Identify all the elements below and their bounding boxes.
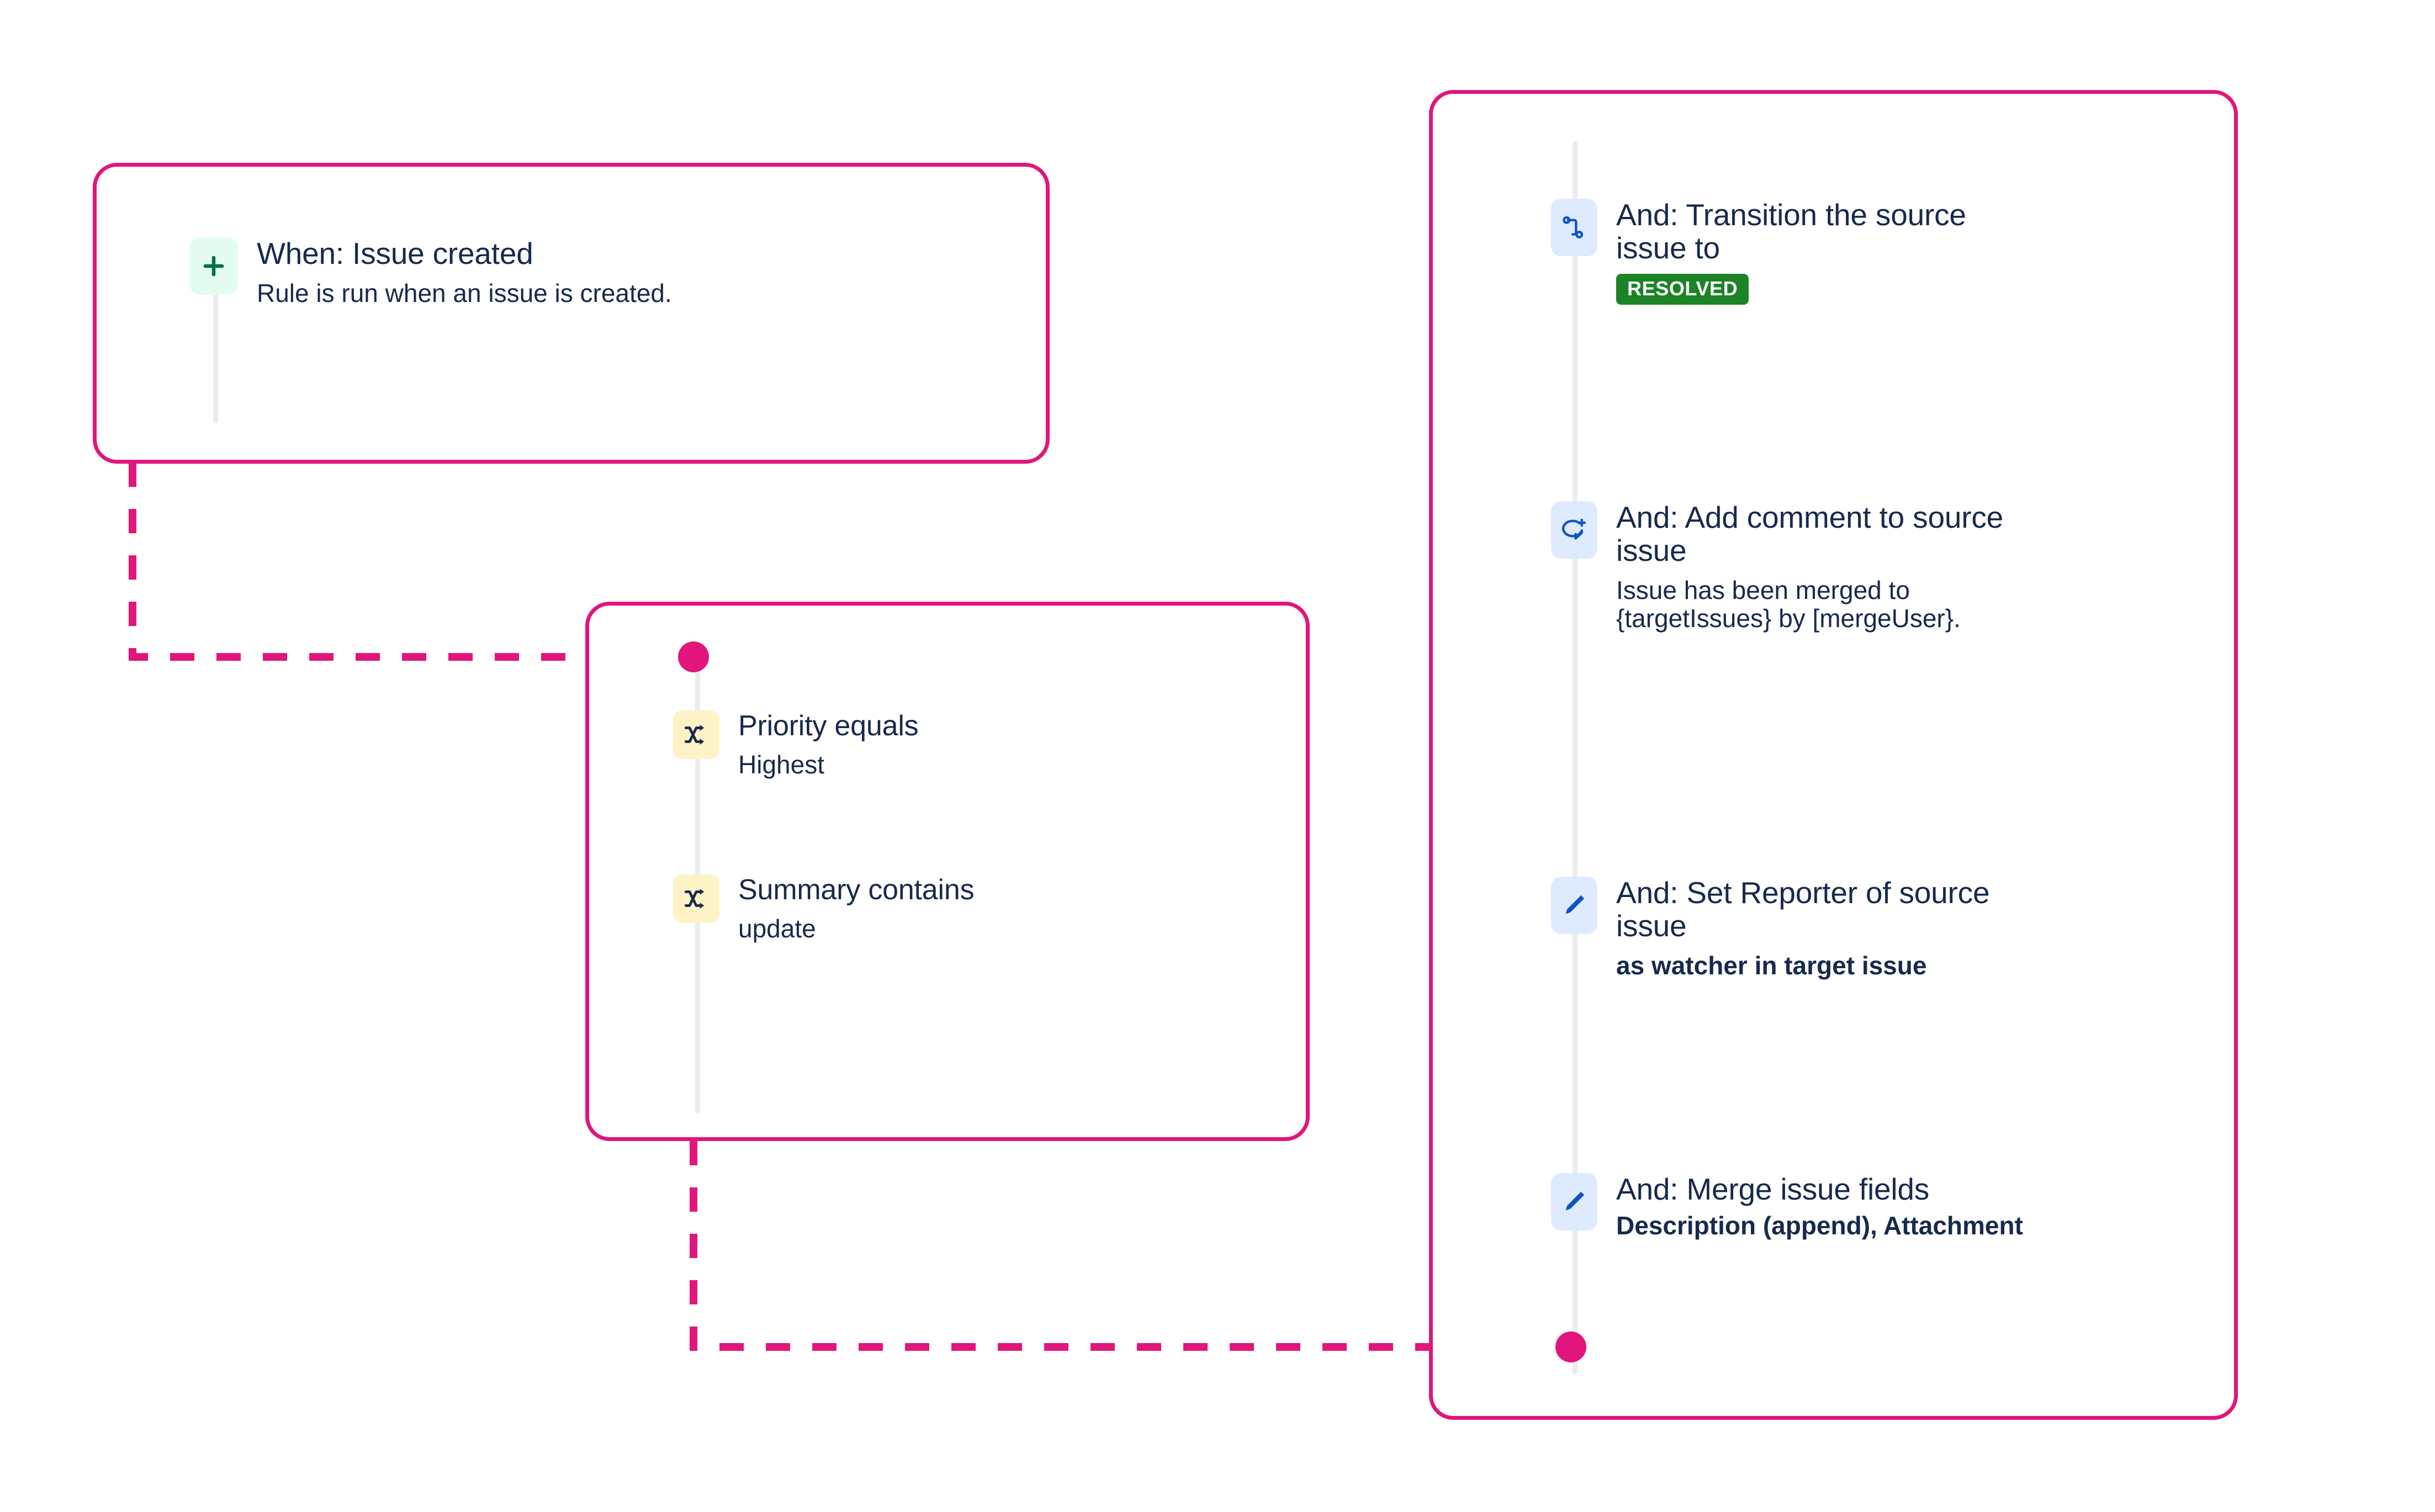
trigger-rail [213, 283, 218, 423]
condition-card[interactable]: Priority equals Highest Summary contains… [585, 602, 1310, 1141]
action-subtitle: Description (append), Attachment [1616, 1211, 2023, 1240]
action-title: And: Set Reporter of source issue [1616, 876, 1990, 943]
condition-row[interactable]: Summary contains update [673, 874, 1269, 943]
trigger-title: When: Issue created [257, 236, 533, 270]
condition-subtitle: update [738, 914, 816, 943]
shuffle-icon [673, 710, 719, 759]
trigger-subtitle: Rule is run when an issue is created. [257, 278, 672, 307]
action-row[interactable]: And: Add comment to source issue Issue h… [1551, 501, 2214, 633]
connector-dot-condition [678, 641, 709, 672]
action-title: And: Transition the source issue to [1616, 198, 1966, 265]
action-row[interactable]: And: Set Reporter of source issue as wat… [1551, 876, 2214, 980]
status-badge: RESOLVED [1616, 273, 1749, 305]
condition-title: Summary contains [738, 874, 975, 906]
action-card[interactable]: And: Transition the source issue to RESO… [1429, 90, 2238, 1420]
shuffle-icon [673, 874, 719, 923]
trigger-card[interactable]: When: Issue created Rule is run when an … [93, 163, 1050, 464]
action-row[interactable]: And: Transition the source issue to RESO… [1551, 198, 2203, 305]
action-rail [1573, 141, 1578, 1375]
plus-icon [189, 237, 238, 295]
condition-title: Priority equals [738, 710, 919, 742]
condition-row[interactable]: Priority equals Highest [673, 710, 1269, 779]
edit-pencil-icon [1551, 877, 1597, 934]
action-title: And: Merge issue fields [1616, 1172, 1930, 1206]
trigger-row[interactable]: When: Issue created Rule is run when an … [189, 237, 1018, 307]
transition-icon [1551, 199, 1597, 256]
action-subtitle: Issue has been merged to {targetIssues} … [1616, 575, 1961, 633]
condition-subtitle: Highest [738, 750, 824, 779]
action-row[interactable]: And: Merge issue fields Description (app… [1551, 1173, 2225, 1240]
action-title: And: Add comment to source issue [1616, 500, 2004, 567]
add-comment-icon [1551, 501, 1597, 559]
action-subtitle: as watcher in target issue [1616, 951, 1927, 980]
connector-dot-action [1555, 1331, 1586, 1362]
edit-pencil-icon [1551, 1173, 1597, 1230]
